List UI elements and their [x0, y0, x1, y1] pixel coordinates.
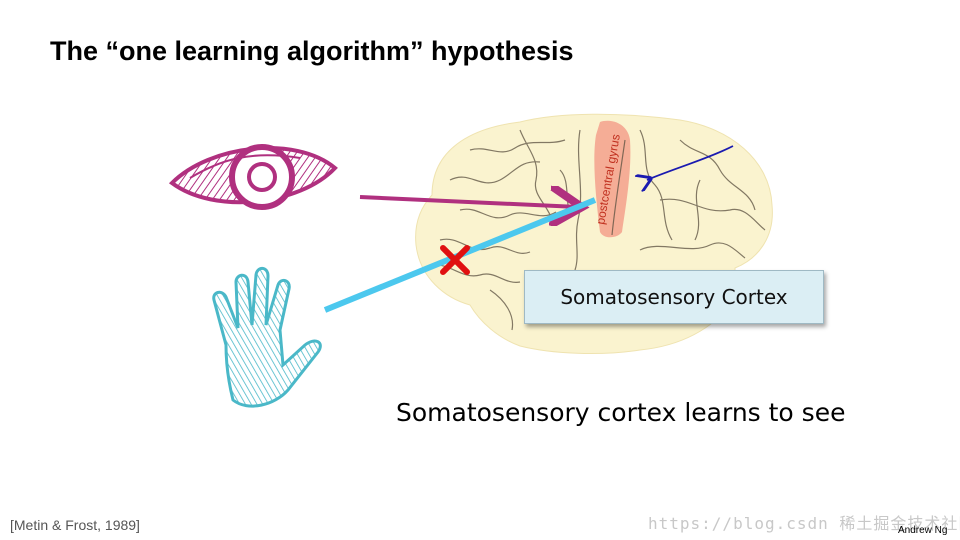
watermark: https://blog.csdn 稀土掘金技术社区: [648, 514, 960, 533]
eye-icon: [168, 144, 338, 210]
author-credit: Andrew Ng: [898, 525, 948, 536]
blue-pointer-arrow: [647, 145, 734, 180]
somatosensory-cortex-callout: Somatosensory Cortex: [524, 270, 824, 324]
hand-icon: [212, 266, 322, 408]
eye-to-cortex-arrow: [359, 197, 578, 207]
citation: [Metin & Frost, 1989]: [10, 517, 140, 533]
slide-title: The “one learning algorithm” hypothesis: [50, 36, 574, 66]
caption: Somatosensory cortex learns to see: [396, 398, 846, 427]
postcentral-gyrus: [594, 120, 631, 238]
red-x-mark: [440, 245, 470, 275]
